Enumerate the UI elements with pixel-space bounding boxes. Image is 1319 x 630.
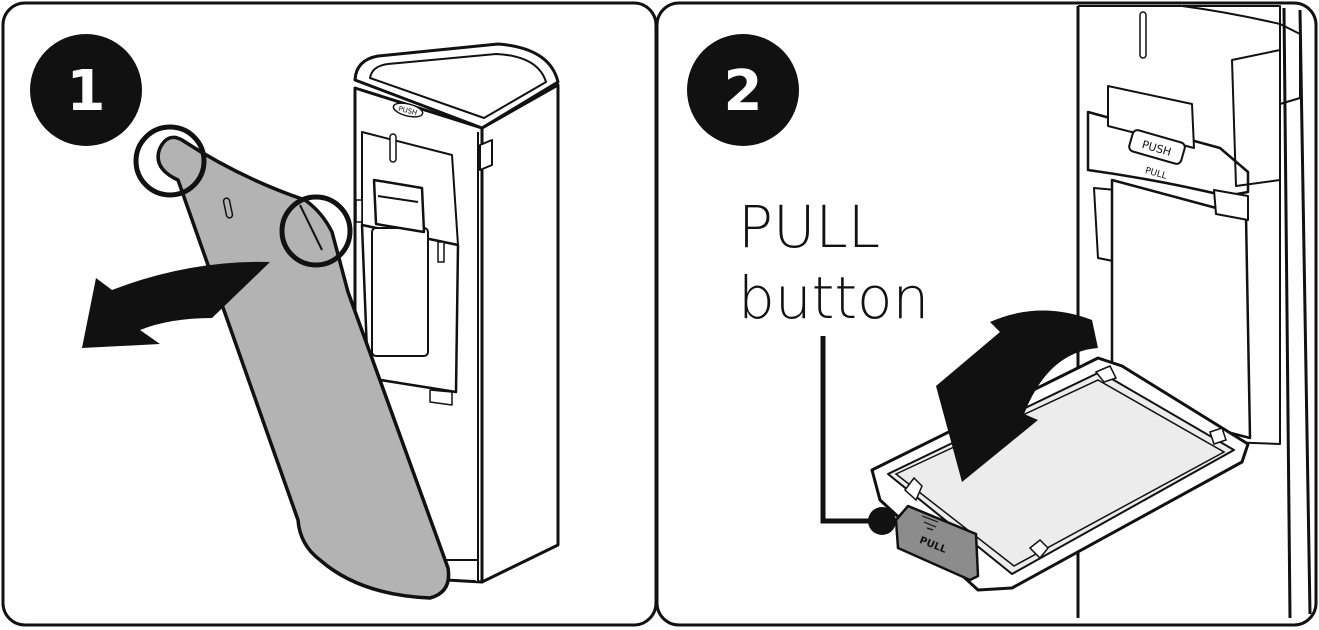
panel-step-2: PUSH PULL PULL PULL button	[655, 1, 1318, 627]
step-2-badge: 2	[687, 34, 799, 146]
pull-out-arrow	[82, 261, 270, 348]
step-1-badge: 1	[30, 34, 142, 146]
highlight-circle-side-clip	[279, 194, 353, 268]
panel-step-1: PUSH 1	[1, 1, 658, 627]
callout-text-line-1: PULL	[738, 193, 880, 261]
step-2-number: 2	[724, 59, 763, 124]
pull-button: PULL	[894, 504, 980, 582]
step-1-number: 1	[67, 59, 106, 124]
push-button-step-1: PUSH	[392, 102, 424, 118]
open-tray-arrow	[936, 310, 1098, 482]
pull-button-callout: PULL button	[738, 193, 929, 535]
callout-text-line-2: button	[738, 264, 929, 332]
push-button-step-2: PUSH PULL	[1128, 129, 1186, 182]
highlight-circle-top-clip	[133, 124, 207, 198]
